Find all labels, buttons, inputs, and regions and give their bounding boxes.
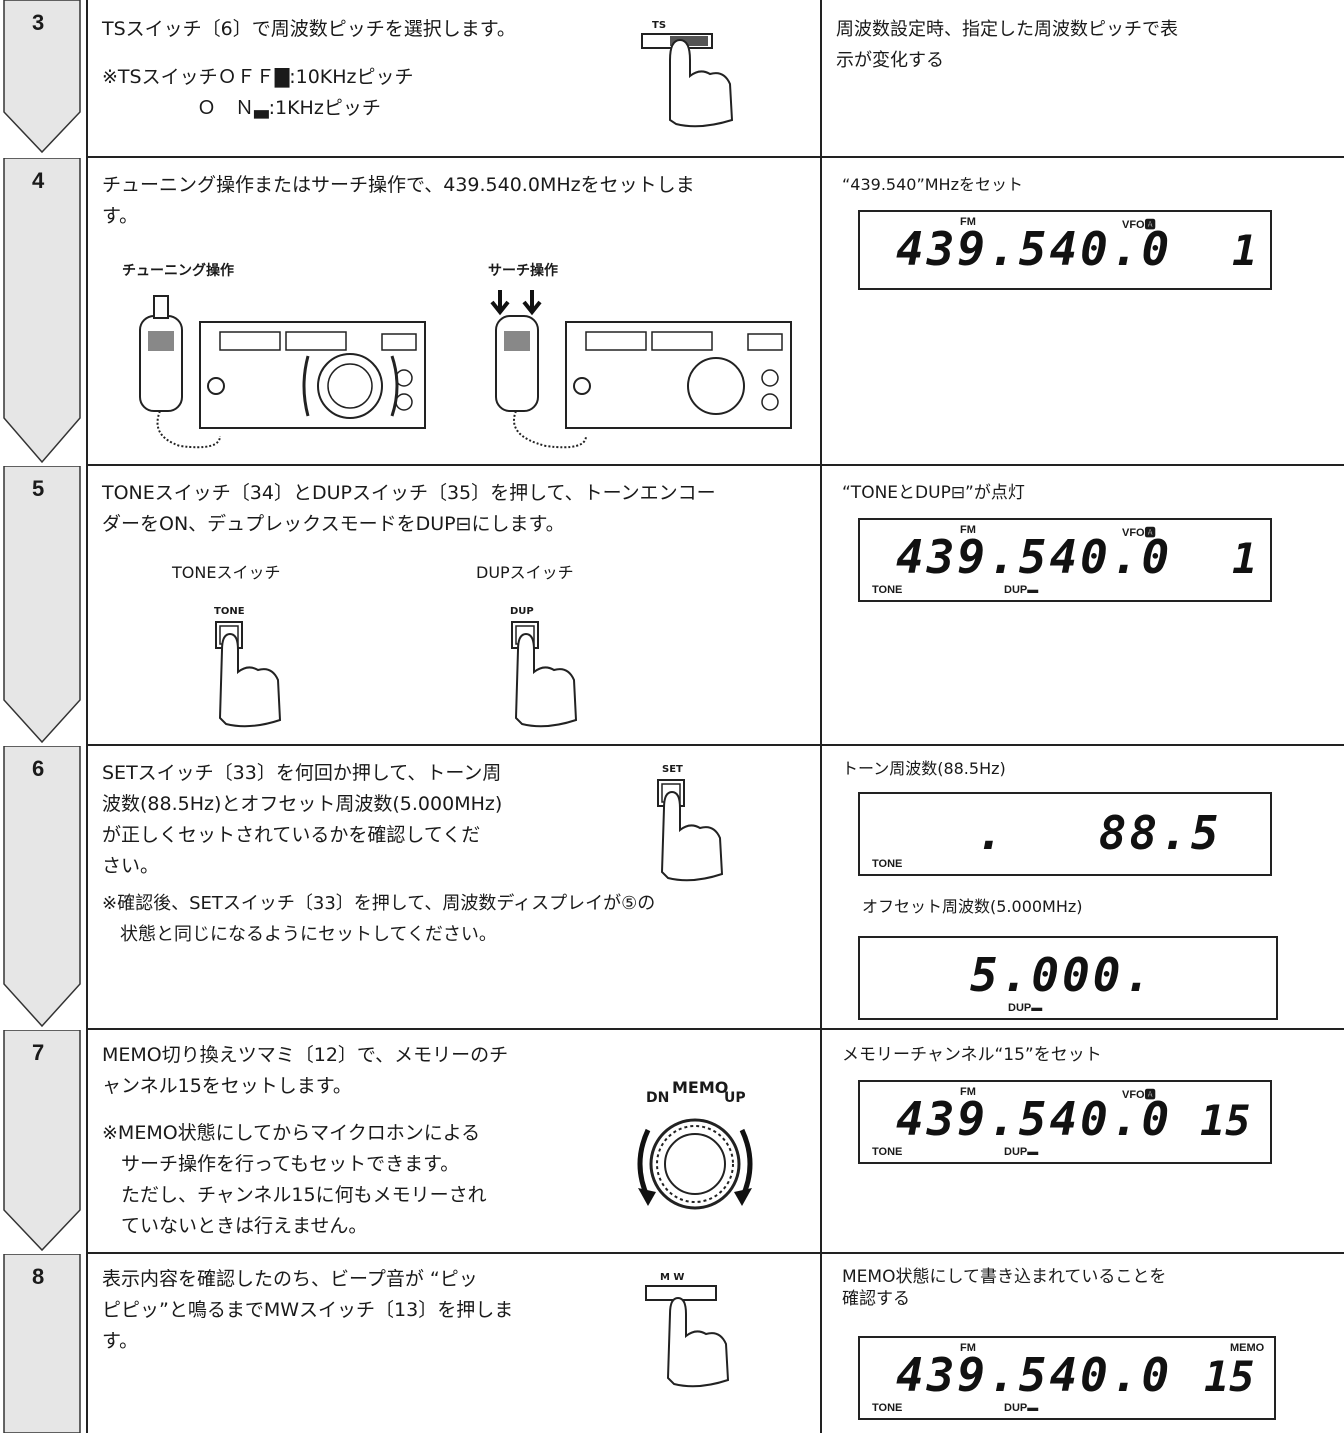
dup-button-label: DUP xyxy=(510,606,534,617)
step-instruction: TONEスイッチ〔34〕とDUPスイッチ〔35〕を押して、トーンエンコー ダーを… xyxy=(102,482,716,535)
row-divider xyxy=(86,1252,1344,1254)
step-number: 5 xyxy=(32,476,45,501)
lcd-display: FM VFO🅰 439.540.0 1 xyxy=(858,210,1272,290)
memo-knob-icon xyxy=(637,1118,753,1210)
knob-up-label: UP xyxy=(724,1090,746,1106)
caption-dup-switch: DUPスイッチ xyxy=(476,563,574,582)
lcd-channel: 1 xyxy=(1232,226,1258,275)
lcd-frequency: 439.540.0 xyxy=(896,530,1173,584)
switch-label: TS xyxy=(652,20,667,31)
lcd-tone-label: TONE xyxy=(872,1402,903,1414)
step-number: 7 xyxy=(32,1040,45,1065)
lcd-dup-label: DUP▬ xyxy=(1004,1402,1039,1414)
lcd-tone-label: TONE xyxy=(872,584,903,596)
step-4-row: 4 チューニング操作またはサーチ操作で、439.540.0MHzをセットしま す… xyxy=(0,158,1344,464)
lcd-dup-label: DUP▬ xyxy=(1004,1146,1039,1158)
step-arrow-shape xyxy=(3,746,81,1028)
step-instruction: TSスイッチ〔6〕で周波数ピッチを選択します。 xyxy=(102,18,516,40)
step-instruction: チューニング操作またはサーチ操作で、439.540.0MHzをセットしま す。 xyxy=(102,174,695,227)
step-arrow-shape xyxy=(3,466,81,744)
lcd-tone-label: TONE xyxy=(872,1146,903,1158)
lcd-mode-label: FM xyxy=(960,524,976,536)
lcd-mode-label: FM xyxy=(960,1086,976,1098)
step-number: 6 xyxy=(32,756,45,781)
step-result-offset-frequency: オフセット周波数(5.000MHz) xyxy=(862,897,1083,916)
set-switch-finger-icon xyxy=(657,779,724,882)
lcd-dup-label: DUP▬ xyxy=(1004,584,1039,596)
step-number: 8 xyxy=(32,1264,45,1289)
lcd-display: FM VFO🅰 439.540.0 1 TONE DUP▬ xyxy=(858,518,1272,602)
step-result: “439.540”MHzをセット xyxy=(842,175,1023,194)
caption-tuning: チューニング操作 xyxy=(122,263,234,279)
tuning-operation-illustration xyxy=(139,295,426,449)
step-5-row: 5 TONEスイッチ〔34〕とDUPスイッチ〔35〕を押して、トーンエンコー ダ… xyxy=(0,466,1344,744)
lcd-vfo-label: VFO🅰 xyxy=(1122,219,1156,231)
step-instruction: MEMO切り換えツマミ〔12〕で、メモリーのチ ャンネル15をセットします。 xyxy=(102,1044,509,1097)
step-number: 4 xyxy=(32,168,45,193)
step-8-row: 8 表示内容を確認したのち、ビープ音が “ピッ ピピッ”と鳴るまでMWスイッチ〔… xyxy=(0,1254,1344,1433)
row-divider xyxy=(86,744,1344,746)
row-divider xyxy=(86,156,1344,158)
step-arrow-shape xyxy=(3,158,81,464)
lcd-channel: 15 xyxy=(1200,1096,1251,1145)
lcd-frequency: 439.540.0 xyxy=(896,1348,1173,1402)
lcd-frequency: 439.540.0 xyxy=(896,1092,1173,1146)
step-result: MEMO状態にして書き込まれていることを 確認する xyxy=(842,1267,1167,1309)
row-divider xyxy=(86,464,1344,466)
lcd-channel: 15 xyxy=(1204,1352,1255,1401)
lcd-vfo-label: VFO🅰 xyxy=(1122,1089,1156,1101)
lcd-display: FM VFO🅰 439.540.0 15 TONE DUP▬ xyxy=(858,1080,1272,1164)
step-result: “TONEとDUP⊟”が点灯 xyxy=(842,483,1025,503)
lcd-mode-label: FM xyxy=(960,216,976,228)
step-result: 周波数設定時、指定した周波数ピッチで表 示が変化する xyxy=(836,19,1178,71)
lcd-display: FM MEMO 439.540.0 15 TONE DUP▬ xyxy=(858,1336,1276,1420)
caption-search: サーチ操作 xyxy=(488,263,558,279)
step-result-tone-frequency: トーン周波数(88.5Hz) xyxy=(842,759,1006,778)
lcd-display-tone: . 88.5 TONE xyxy=(858,792,1272,876)
lcd-channel: 1 xyxy=(1232,534,1258,583)
caption-tone-switch: TONEスイッチ xyxy=(172,563,281,582)
tone-switch-finger-icon xyxy=(215,621,282,728)
lcd-vfo-label: VFO🅰 xyxy=(1122,527,1156,539)
ts-switch-finger-icon xyxy=(641,33,734,128)
lcd-display-offset: 5.000. DUP▬ xyxy=(858,936,1278,1020)
mw-switch-finger-icon xyxy=(645,1285,730,1388)
column-line-left xyxy=(86,0,88,1433)
lcd-tone-label: TONE xyxy=(872,858,903,870)
step-arrow-shape xyxy=(3,1254,81,1433)
step-6-row: 6 SETスイッチ〔33〕を何回か押して、トーン周 波数(88.5Hz)とオフセ… xyxy=(0,746,1344,1028)
step-note: ※確認後、SETスイッチ〔33〕を押して、周波数ディスプレイが⑤の 状態と同じに… xyxy=(102,893,656,945)
lcd-dup-label: DUP▬ xyxy=(1008,1002,1043,1014)
lcd-frequency: . 88.5 xyxy=(976,806,1222,860)
lcd-frequency: 439.540.0 xyxy=(896,222,1173,276)
row-divider xyxy=(86,1028,1344,1030)
search-operation-illustration xyxy=(490,290,792,449)
tone-button-label: TONE xyxy=(214,606,245,617)
step-instruction: SETスイッチ〔33〕を何回か押して、トーン周 波数(88.5Hz)とオフセット… xyxy=(102,762,503,877)
step-result: メモリーチャンネル“15”をセット xyxy=(842,1045,1102,1065)
step-number: 3 xyxy=(32,10,45,35)
step-3-row: 3 TSスイッチ〔6〕で周波数ピッチを選択します。 ※TSスイッチＯＦＦ▇:10… xyxy=(0,0,1344,156)
switch-label: M W xyxy=(660,1272,685,1283)
lcd-mode-label: FM xyxy=(960,1342,976,1354)
step-instruction: 表示内容を確認したのち、ビープ音が “ピッ ピピッ”と鳴るまでMWスイッチ〔13… xyxy=(102,1268,514,1352)
step-note: ※TSスイッチＯＦＦ▇:10KHzピッチ Ｏ Ｎ▃:1KHzピッチ xyxy=(102,66,414,119)
step-arrow-shape xyxy=(3,1030,81,1252)
column-line-right xyxy=(820,0,822,1433)
dup-switch-finger-icon xyxy=(511,621,578,728)
knob-memo-label: MEMO xyxy=(672,1078,729,1097)
step-note: ※MEMO状態にしてからマイクロホンによる サーチ操作を行ってもセットできます。… xyxy=(102,1122,487,1237)
knob-dn-label: DN xyxy=(646,1090,670,1106)
set-button-label: SET xyxy=(662,764,683,775)
lcd-frequency: 5.000. xyxy=(970,948,1155,1002)
step-arrow-shape xyxy=(3,0,81,154)
lcd-memo-label: MEMO xyxy=(1230,1342,1265,1354)
step-7-row: 7 MEMO切り換えツマミ〔12〕で、メモリーのチ ャンネル15をセットします。… xyxy=(0,1030,1344,1252)
